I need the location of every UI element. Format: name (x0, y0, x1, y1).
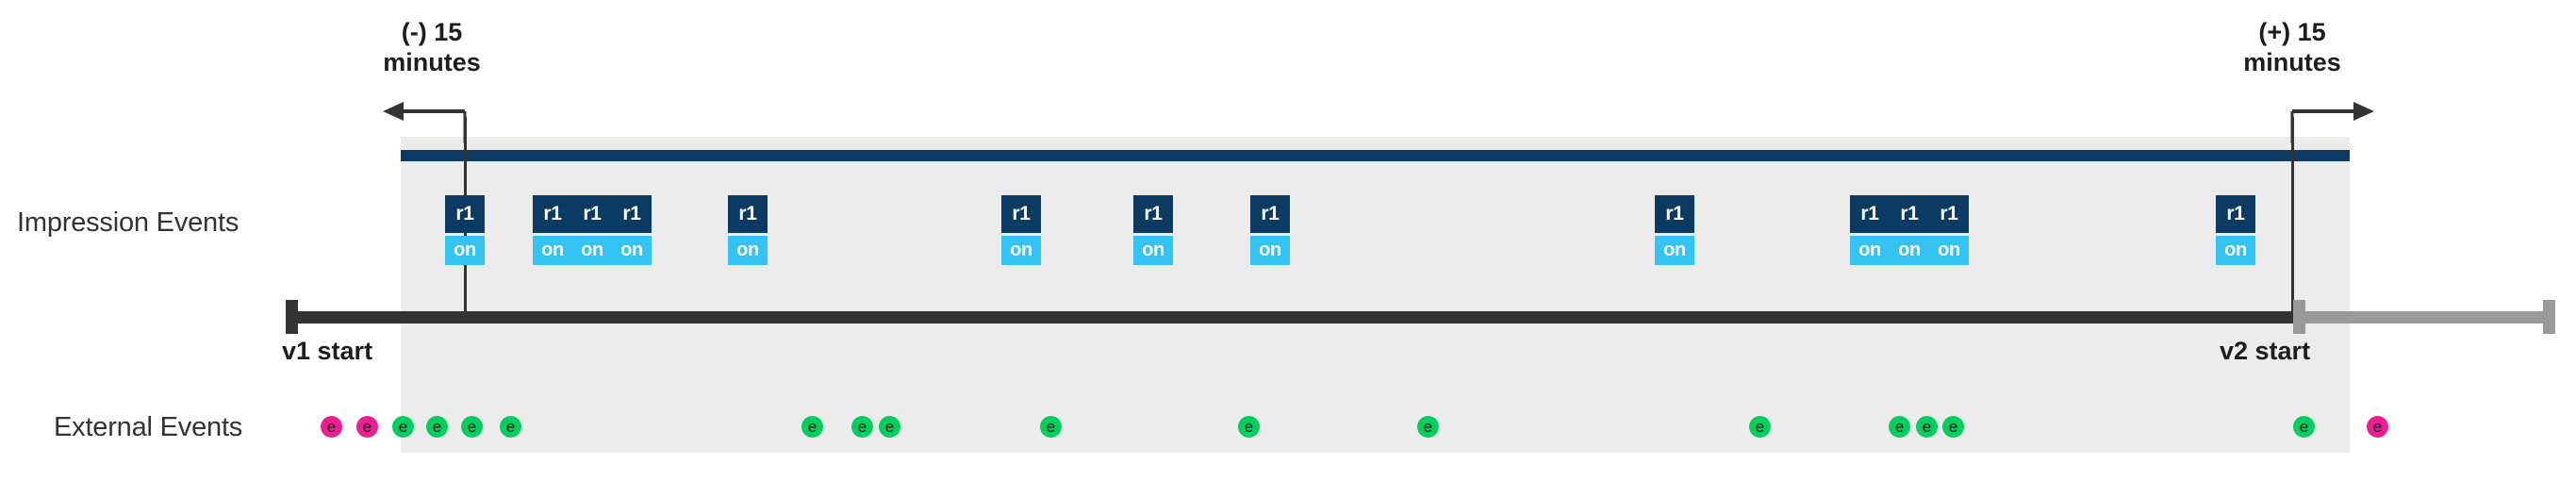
v1-start-caption: v1 start (282, 337, 373, 365)
impression-badge-on: on (572, 236, 612, 265)
external-event-dot-pink[interactable]: e (2367, 416, 2388, 438)
v2-start-caption: v2 start (2220, 337, 2311, 365)
impression-badge-on: on (612, 236, 652, 265)
external-event-dot-green[interactable]: e (2293, 416, 2315, 438)
external-event-dot-pink[interactable]: e (356, 416, 378, 438)
external-event-dot-green[interactable]: e (801, 416, 823, 438)
callout-right-line2: minutes (2243, 48, 2341, 76)
v2-duration-bar (2293, 311, 2555, 323)
external-event-dot-green[interactable]: e (1889, 416, 1910, 438)
impression-rail (401, 150, 2350, 161)
impression-badge-on: on (445, 236, 485, 265)
impression-badge-r1: r1 (2216, 195, 2255, 233)
callout-left-line1: (-) 15 (401, 18, 463, 46)
impression-badge-on: on (1250, 236, 1290, 265)
impression-badge-stack[interactable]: r1 on (533, 195, 572, 265)
callout-left-line2: minutes (383, 48, 481, 76)
impression-badge-stack[interactable]: r1 on (1850, 195, 1890, 265)
impression-badge-r1: r1 (572, 195, 612, 233)
impression-events-label: Impression Events (17, 207, 239, 238)
v2-start-marker-line (2291, 117, 2294, 313)
impression-badge-on: on (2216, 236, 2255, 265)
impression-badge-r1: r1 (1133, 195, 1173, 233)
impression-badge-stack[interactable]: r1 on (1133, 195, 1173, 265)
impression-badge-on: on (1133, 236, 1173, 265)
impression-badge-stack[interactable]: r1 on (1890, 195, 1929, 265)
impression-badge-stack[interactable]: r1 on (1929, 195, 1969, 265)
impression-badge-on: on (1850, 236, 1890, 265)
impression-badge-r1: r1 (1655, 195, 1694, 233)
impression-badge-on: on (533, 236, 572, 265)
v1-duration-bar (286, 311, 2293, 323)
impression-badge-on: on (1929, 236, 1969, 265)
impression-badge-on: on (1001, 236, 1041, 265)
callout-right-line1: (+) 15 (2258, 18, 2326, 46)
impression-badge-on: on (728, 236, 768, 265)
external-events-label: External Events (54, 412, 243, 442)
impression-badge-r1: r1 (1850, 195, 1890, 233)
impression-badge-on: on (1655, 236, 1694, 265)
external-event-dot-green[interactable]: e (461, 416, 483, 438)
impression-badge-stack[interactable]: r1 on (1655, 195, 1694, 265)
impression-badge-on: on (1890, 236, 1929, 265)
v2-end-cap (2543, 300, 2555, 334)
v2-start-cap (2293, 300, 2305, 334)
impression-badge-stack[interactable]: r1 on (1250, 195, 1290, 265)
arrow-right-icon (2290, 102, 2374, 143)
impression-badge-r1: r1 (445, 195, 485, 233)
external-event-dot-green[interactable]: e (1749, 416, 1771, 438)
external-event-dot-green[interactable]: e (1916, 416, 1938, 438)
impression-badge-r1: r1 (1890, 195, 1929, 233)
highlight-window-plate (401, 137, 2350, 453)
impression-badge-r1: r1 (1929, 195, 1969, 233)
external-event-dot-green[interactable]: e (1942, 416, 1964, 438)
impression-badge-stack[interactable]: r1 on (572, 195, 612, 265)
impression-badge-r1: r1 (533, 195, 572, 233)
impression-badge-stack[interactable]: r1 on (1001, 195, 1041, 265)
external-event-dot-green[interactable]: e (1238, 416, 1260, 438)
external-event-dot-green[interactable]: e (851, 416, 873, 438)
external-event-dot-green[interactable]: e (1040, 416, 1062, 438)
external-event-dot-green[interactable]: e (392, 416, 414, 438)
impression-badge-stack[interactable]: r1 on (445, 195, 485, 265)
callout-plus-15-minutes: (+) 15 minutes (2203, 17, 2382, 77)
impression-badge-stack[interactable]: r1 on (2216, 195, 2255, 265)
impression-badge-stack[interactable]: r1 on (612, 195, 652, 265)
impression-badge-r1: r1 (728, 195, 768, 233)
impression-badge-r1: r1 (1250, 195, 1290, 233)
external-event-dot-green[interactable]: e (879, 416, 900, 438)
external-event-dot-green[interactable]: e (426, 416, 448, 438)
external-event-dot-green[interactable]: e (1417, 416, 1439, 438)
external-event-dot-green[interactable]: e (500, 416, 521, 438)
impression-badge-r1: r1 (612, 195, 652, 233)
v1-start-cap (286, 300, 298, 334)
impression-badge-r1: r1 (1001, 195, 1041, 233)
impression-badge-stack[interactable]: r1 on (728, 195, 768, 265)
external-event-dot-pink[interactable]: e (321, 416, 342, 438)
callout-minus-15-minutes: (-) 15 minutes (342, 17, 521, 77)
